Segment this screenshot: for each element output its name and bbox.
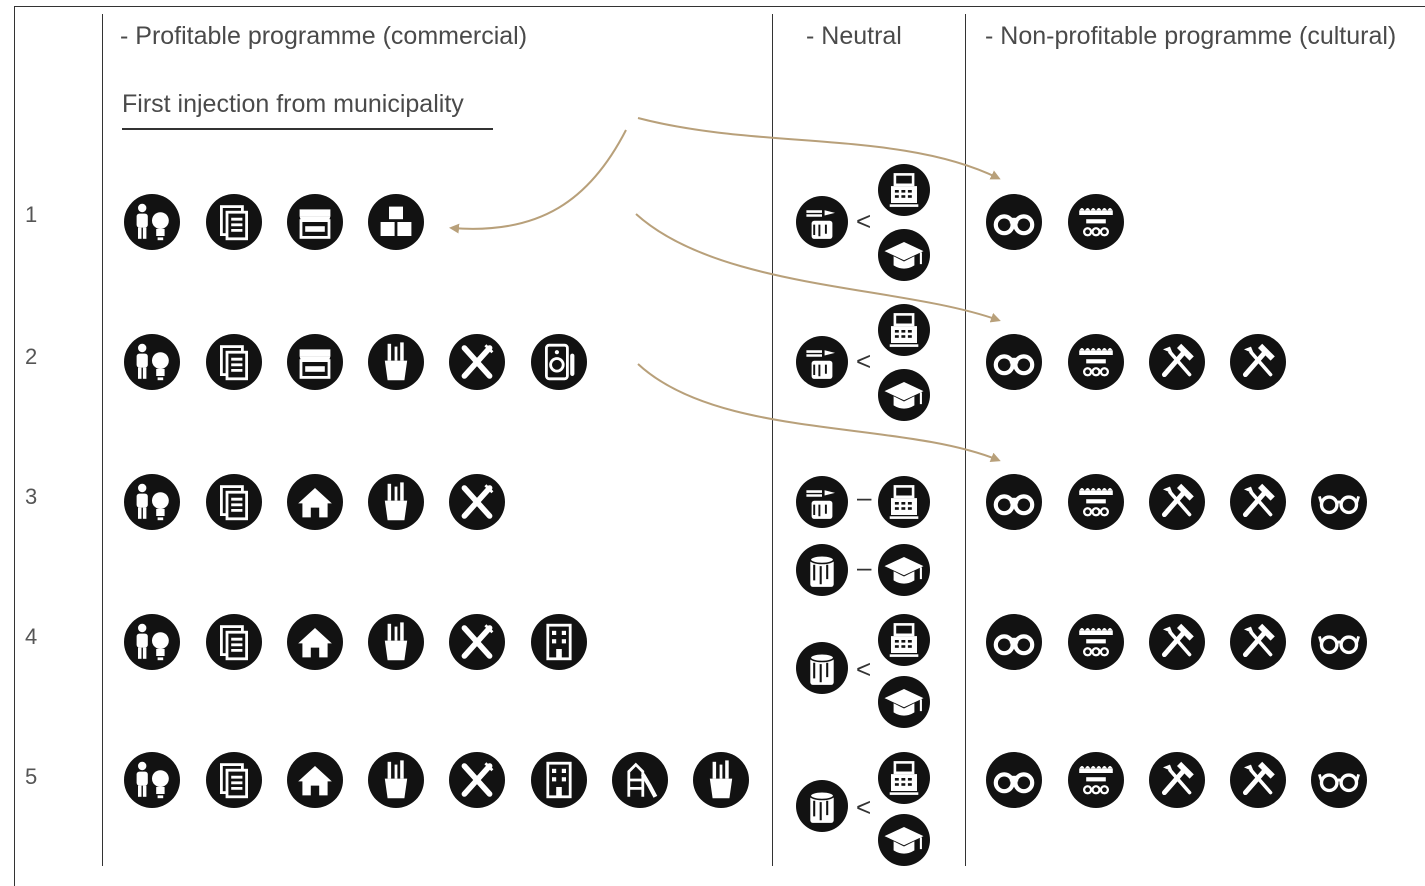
row-number-3: 3 [25, 484, 38, 509]
graduation-cap-icon [878, 676, 930, 728]
glasses-icon [1311, 752, 1367, 808]
binoculars-icon [986, 752, 1042, 808]
header-neutral: - Neutral [806, 22, 902, 50]
tools-icon [1230, 614, 1286, 670]
document-icon [206, 194, 262, 250]
shop-icon [287, 194, 343, 250]
cutlery-stump-icon [796, 476, 848, 528]
stump-icon [796, 780, 848, 832]
graduation-cap-icon [878, 544, 930, 596]
person-lightbulb-icon [124, 474, 180, 530]
operator-dash-row-3b: – [857, 552, 872, 582]
divider-left [102, 14, 103, 866]
tools-icon [1230, 752, 1286, 808]
graduation-cap-icon [878, 229, 930, 281]
row-number-1: 1 [25, 202, 38, 227]
graduation-cap-icon [878, 369, 930, 421]
speaker-icon [531, 334, 587, 390]
arrow-to-row3-cultural [637, 363, 1001, 462]
playground-icon [612, 752, 668, 808]
art-supplies-icon [368, 752, 424, 808]
arrow-to-row1-commercial [449, 129, 627, 234]
binoculars-icon [986, 474, 1042, 530]
operator-less-than-row-5: < [856, 792, 872, 822]
building-icon [531, 752, 587, 808]
document-icon [206, 474, 262, 530]
market-stalls-icon [1068, 752, 1124, 808]
glasses-icon [1311, 474, 1367, 530]
person-lightbulb-icon [124, 752, 180, 808]
house-icon [287, 752, 343, 808]
cash-register-icon [878, 752, 930, 804]
header-profitable: - Profitable programme (commercial) [120, 22, 528, 50]
art-supplies-icon [693, 752, 749, 808]
document-icon [206, 752, 262, 808]
market-stalls-icon [1068, 474, 1124, 530]
row-number-5: 5 [25, 764, 38, 789]
divider-neutral-right [965, 14, 966, 866]
fork-knife-icon [449, 752, 505, 808]
person-lightbulb-icon [124, 194, 180, 250]
operator-less-than-row-2: < [856, 346, 872, 376]
divider-neutral-left [772, 14, 773, 866]
fork-knife-icon [449, 614, 505, 670]
cutlery-stump-icon [796, 336, 848, 388]
operator-dash-row-3a: – [857, 482, 872, 512]
market-stalls-icon [1068, 334, 1124, 390]
binoculars-icon [986, 334, 1042, 390]
header-non-profitable: - Non-profitable programme (cultural) [985, 22, 1397, 50]
fork-knife-icon [449, 474, 505, 530]
tools-icon [1149, 614, 1205, 670]
fork-knife-icon [449, 334, 505, 390]
cash-register-icon [878, 164, 930, 216]
binoculars-icon [986, 614, 1042, 670]
cash-register-icon [878, 614, 930, 666]
binoculars-icon [986, 194, 1042, 250]
glasses-icon [1311, 614, 1367, 670]
row-number-4: 4 [25, 624, 38, 649]
house-icon [287, 474, 343, 530]
row-number-2: 2 [25, 344, 38, 369]
art-supplies-icon [368, 334, 424, 390]
cutlery-stump-icon [796, 196, 848, 248]
cash-register-icon [878, 476, 930, 528]
cash-register-icon [878, 304, 930, 356]
document-icon [206, 614, 262, 670]
market-stalls-icon [1068, 614, 1124, 670]
stump-icon [796, 642, 848, 694]
stump-icon [796, 544, 848, 596]
operator-less-than-row-4: < [856, 654, 872, 684]
document-icon [206, 334, 262, 390]
market-stalls-icon [1068, 194, 1124, 250]
diagram-frame [14, 6, 1425, 886]
shop-icon [287, 334, 343, 390]
art-supplies-icon [368, 474, 424, 530]
tools-icon [1230, 334, 1286, 390]
subtitle-underline [122, 128, 493, 130]
building-icon [531, 614, 587, 670]
subtitle: First injection from municipality [122, 90, 464, 118]
tools-icon [1230, 474, 1286, 530]
operator-less-than-row-1: < [856, 206, 872, 236]
art-supplies-icon [368, 614, 424, 670]
person-lightbulb-icon [124, 334, 180, 390]
graduation-cap-icon [878, 814, 930, 866]
tools-icon [1149, 752, 1205, 808]
arrow-to-row2-cultural [635, 213, 1001, 323]
tools-icon [1149, 334, 1205, 390]
tools-icon [1149, 474, 1205, 530]
arrow-to-row1-cultural [637, 117, 1001, 180]
blocks-icon [368, 194, 424, 250]
house-icon [287, 614, 343, 670]
person-lightbulb-icon [124, 614, 180, 670]
